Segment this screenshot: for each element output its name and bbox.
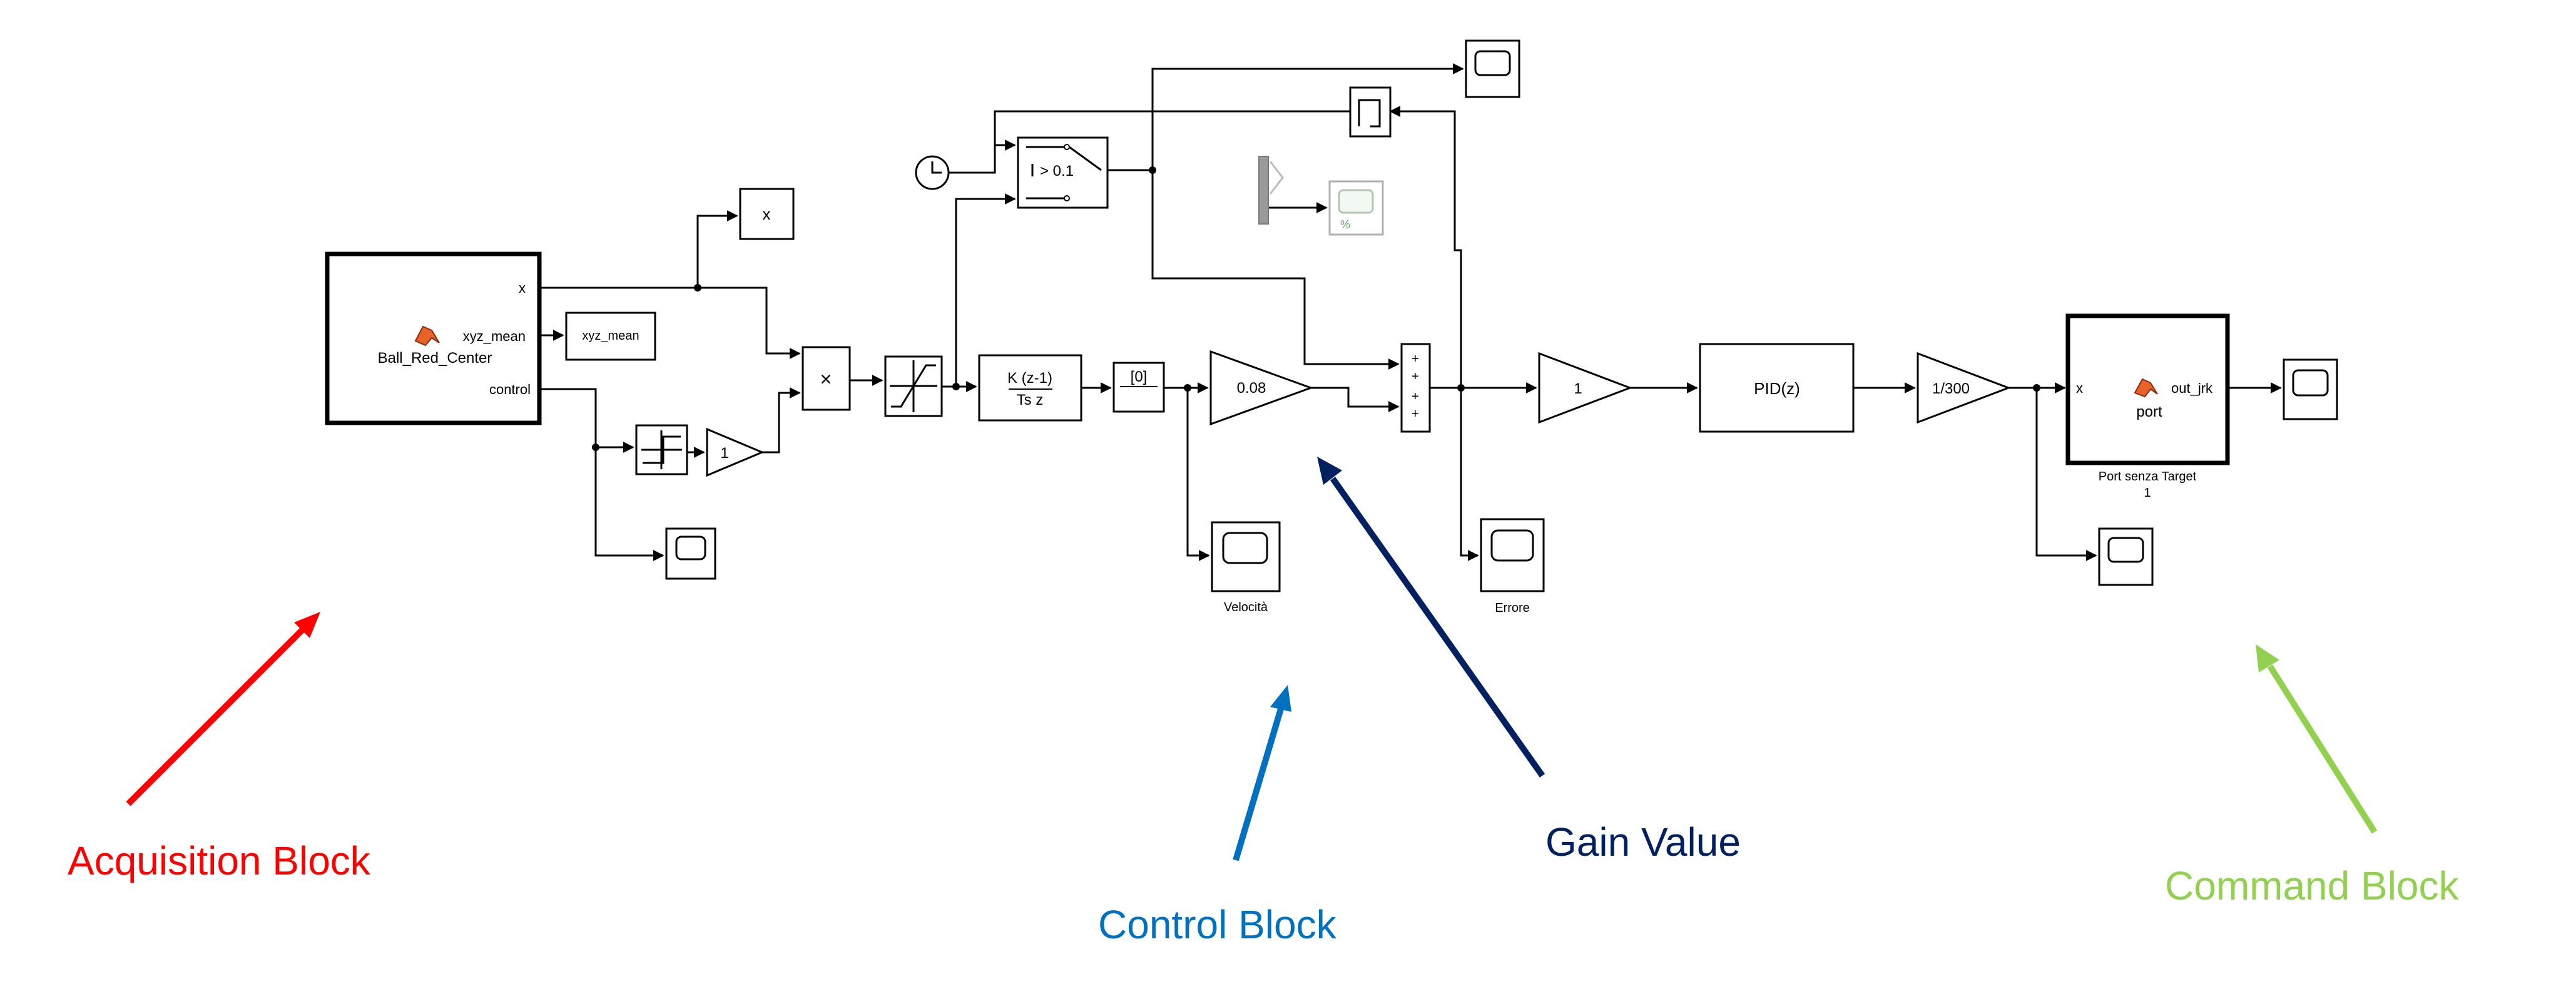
saturation-block[interactable] — [884, 355, 943, 417]
acquisition-arrow — [126, 612, 320, 806]
discrete-derivative-block[interactable]: K (z-1) Ts z — [978, 354, 1082, 422]
svg-text:1: 1 — [720, 445, 728, 462]
svg-text:1/300: 1/300 — [1932, 380, 1970, 397]
block-name: Ball_Red_Center — [378, 350, 492, 367]
scope-control[interactable] — [665, 527, 716, 580]
sum-block[interactable]: + + + + — [1400, 343, 1431, 433]
scope-command[interactable] — [2283, 358, 2338, 420]
signal-wires — [539, 63, 2282, 561]
gain-label: Gain Value — [1545, 819, 1741, 865]
svg-text:+: + — [1412, 352, 1419, 366]
xyz-mean-display-block[interactable]: xyz_mean — [565, 312, 656, 361]
gain-arrow — [1317, 457, 1545, 778]
command-label: Command Block — [2165, 863, 2460, 908]
pid-block[interactable]: PID(z) — [1699, 343, 1855, 433]
output-port-x: x — [519, 280, 526, 296]
acquisition-label: Acquisition Block — [68, 838, 371, 883]
clock-icon — [931, 161, 942, 174]
clock-block[interactable] — [915, 155, 950, 190]
control-label: Control Block — [1098, 902, 1337, 947]
svg-text:xyz_mean: xyz_mean — [582, 329, 639, 343]
control-arrow — [1233, 685, 1291, 861]
display-bar-block[interactable] — [1258, 156, 1284, 225]
output-port-xyz-mean: xyz_mean — [463, 328, 526, 344]
output-port-out-jrk: out_jrk — [2171, 380, 2213, 396]
svg-text:%: % — [1340, 218, 1350, 231]
disabled-scope[interactable]: % — [1328, 180, 1384, 236]
product-block[interactable]: × — [802, 346, 851, 411]
x-display-block[interactable]: x — [739, 188, 795, 240]
command-center-label: port — [2136, 403, 2162, 420]
gain-value-block[interactable]: 0.08 — [1209, 350, 1314, 426]
command-caption: Port senza Target — [2099, 470, 2197, 484]
relay-block[interactable] — [635, 424, 688, 475]
svg-text:1: 1 — [1574, 380, 1582, 397]
svg-text:+: + — [1412, 407, 1419, 421]
command-arrow — [2256, 644, 2378, 834]
gain-scale-block[interactable]: 1/300 — [1917, 352, 2012, 424]
scope-velocita[interactable]: Velocità — [1211, 521, 1281, 614]
gain-error-block[interactable]: 1 — [1538, 352, 1633, 424]
svg-text:x: x — [763, 205, 771, 223]
scope-errore-label: Errore — [1495, 601, 1530, 615]
svg-text:Ts z: Ts z — [1017, 392, 1044, 408]
svg-text:+: + — [1412, 390, 1419, 403]
matlab-icon — [2134, 378, 2158, 398]
svg-text:0.08: 0.08 — [1237, 380, 1266, 397]
gain-control-block[interactable]: 1 — [706, 427, 765, 477]
svg-text:PID(z): PID(z) — [1754, 379, 1800, 398]
hysteresis-relay-block[interactable] — [1349, 86, 1392, 138]
ball-red-center-block[interactable]: x xyz_mean control Ball_Red_Center — [325, 251, 542, 425]
scope-top[interactable] — [1465, 39, 1520, 98]
scope-errore[interactable]: Errore — [1480, 518, 1545, 615]
svg-text:[0]: [0] — [1131, 368, 1148, 385]
command-caption-index: 1 — [2144, 486, 2151, 500]
scope-velocita-label: Velocità — [1224, 601, 1268, 614]
svg-text:×: × — [820, 368, 832, 390]
scope-scaled[interactable] — [2098, 527, 2154, 586]
matlab-icon — [414, 325, 440, 347]
initial-condition-block[interactable]: [0] — [1112, 362, 1165, 413]
switch-block[interactable]: > 0.1 — [1017, 136, 1109, 209]
svg-text:> 0.1: > 0.1 — [1040, 163, 1074, 180]
input-port-x: x — [2076, 380, 2083, 396]
output-port-control: control — [489, 382, 531, 397]
svg-text:K (z-1): K (z-1) — [1007, 370, 1052, 387]
command-block[interactable]: x out_jrk port Port senza Target 1 — [2065, 313, 2230, 500]
svg-text:+: + — [1412, 370, 1419, 383]
